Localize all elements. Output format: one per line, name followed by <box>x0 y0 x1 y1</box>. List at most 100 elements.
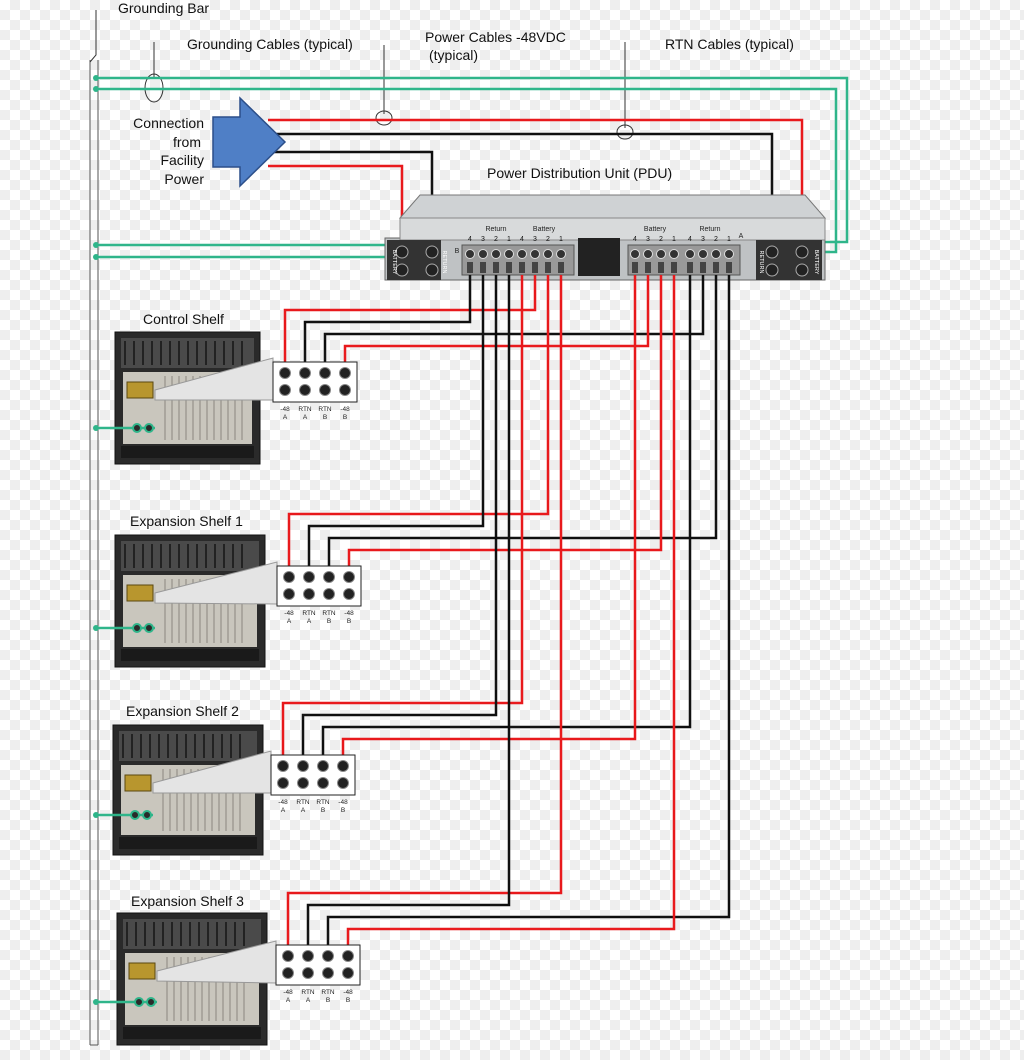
pdu-terminal-clamp <box>493 262 499 273</box>
shelf-base <box>123 1027 261 1039</box>
connection-label-3: Facility <box>160 152 204 168</box>
grounding-cables-label: Grounding Cables (typical) <box>187 36 353 52</box>
shelf-terminal-label: RTN <box>318 406 332 413</box>
shelf-terminal-label: RTN <box>302 610 316 617</box>
shelf-ground-lug <box>144 423 154 433</box>
pdu-terminal-number: 2 <box>714 236 718 243</box>
shelf-terminal-bottom <box>297 777 309 789</box>
shelf-terminal-side: B <box>346 997 350 1004</box>
pdu-side-b-label: B <box>455 248 460 255</box>
shelf-terminal-top <box>299 367 311 379</box>
pdu-return-label-b: Return <box>485 226 506 233</box>
shelf-terminal-side: B <box>341 807 345 814</box>
shelf-terminal-label: -48 <box>283 989 293 996</box>
shelf-terminal-bottom <box>339 384 351 396</box>
shelf-terminal-bottom <box>342 967 354 979</box>
shelf-terminal-bottom <box>303 588 315 600</box>
shelf-power-input <box>124 774 152 792</box>
shelf-terminal-top <box>283 571 295 583</box>
wire-neg48-a <box>283 275 537 373</box>
pdu-terminal-screw <box>556 249 566 259</box>
pdu-terminal-clamp <box>558 262 564 273</box>
shelf-terminal-top <box>302 950 314 962</box>
shelf-terminal-bottom <box>323 588 335 600</box>
pdu-terminal-screw <box>643 249 653 259</box>
shelf-terminal-side: A <box>287 618 292 625</box>
shelf-fan-tray <box>121 541 259 571</box>
wire-rtn-a <box>307 275 485 577</box>
shelf-ground-lug <box>144 623 154 633</box>
pdu-terminal-number: 3 <box>533 236 537 243</box>
shelf-base <box>119 837 257 849</box>
shelf-terminal-side: B <box>321 807 325 814</box>
pdu-terminal-screw <box>724 249 734 259</box>
pdu-lug-battery-left: BATTERY <box>391 250 397 275</box>
pdu-terminal-screw <box>491 249 501 259</box>
pdu-battery-label-a: Battery <box>644 226 667 233</box>
shelf-terminal-label: -48 <box>343 989 353 996</box>
expansion-shelf-1-title: Expansion Shelf 1 <box>130 513 243 529</box>
pdu-terminal-clamp <box>687 262 693 273</box>
pdu-terminal-screw <box>504 249 514 259</box>
shelf-fan-tray <box>123 919 261 949</box>
shelf-base <box>121 446 254 458</box>
expansion-shelf-2-title: Expansion Shelf 2 <box>126 703 239 719</box>
shelf-terminal-bottom <box>279 384 291 396</box>
pdu-terminal-number: 1 <box>672 236 676 243</box>
shelf-ground-dot <box>93 625 99 631</box>
pdu-terminal-screw <box>669 249 679 259</box>
shelf-terminal-label: -48 <box>278 799 288 806</box>
wire-neg48-b <box>346 275 676 956</box>
shelf-ground-lug <box>146 997 156 1007</box>
shelf-terminal-label: RTN <box>296 799 310 806</box>
pdu-terminal-screw <box>656 249 666 259</box>
shelf-terminal-bottom <box>337 777 349 789</box>
shelf-terminal-bottom <box>322 967 334 979</box>
shelf-terminal-top <box>322 950 334 962</box>
shelf-terminal-side: A <box>303 414 308 421</box>
pdu-terminal-screw <box>530 249 540 259</box>
wire-rtn-b <box>321 275 692 766</box>
pdu-terminal-number: 4 <box>633 236 637 243</box>
shelf-ground-dot <box>93 425 99 431</box>
pdu-title: Power Distribution Unit (PDU) <box>487 165 673 181</box>
pdu-unit <box>384 194 827 281</box>
shelf-fan-tray <box>119 731 257 761</box>
shelf-terminal-side: B <box>323 414 327 421</box>
shelf-terminal-label: RTN <box>321 989 335 996</box>
shelf-terminal-side: B <box>347 618 351 625</box>
top-grounding-cables <box>96 76 849 259</box>
shelf-terminal-top <box>317 760 329 772</box>
distribution-wires <box>281 275 731 956</box>
shelf-terminal-top <box>323 571 335 583</box>
pdu-terminal-clamp <box>545 262 551 273</box>
pdu-terminal-clamp <box>726 262 732 273</box>
pdu-lug-battery-right: BATTERY <box>813 250 819 275</box>
shelf-terminal-label: -48 <box>340 406 350 413</box>
facility-power-arrow <box>212 96 287 188</box>
pdu-terminal-clamp <box>506 262 512 273</box>
shelf-terminal-label: -48 <box>338 799 348 806</box>
shelf-terminal-label: RTN <box>301 989 315 996</box>
shelf-ground-dot <box>93 999 99 1005</box>
shelf-terminal-side: B <box>326 997 330 1004</box>
pdu-terminal-number: 2 <box>546 236 550 243</box>
shelf-terminal-top <box>339 367 351 379</box>
pdu-terminal-screw <box>465 249 475 259</box>
pdu-terminal-screw <box>630 249 640 259</box>
pdu-terminal-clamp <box>713 262 719 273</box>
pdu-terminal-number: 1 <box>507 236 511 243</box>
shelf-terminal-top <box>282 950 294 962</box>
wire-neg48-b <box>347 275 663 577</box>
shelf-terminal-side: A <box>306 997 311 1004</box>
shelf-terminal-top <box>277 760 289 772</box>
shelf-terminal-side: A <box>307 618 312 625</box>
wire-rtn-b <box>323 275 705 373</box>
shelf-terminal-label: RTN <box>298 406 312 413</box>
shelf-terminal-top <box>342 950 354 962</box>
shelf-terminal-bottom <box>277 777 289 789</box>
